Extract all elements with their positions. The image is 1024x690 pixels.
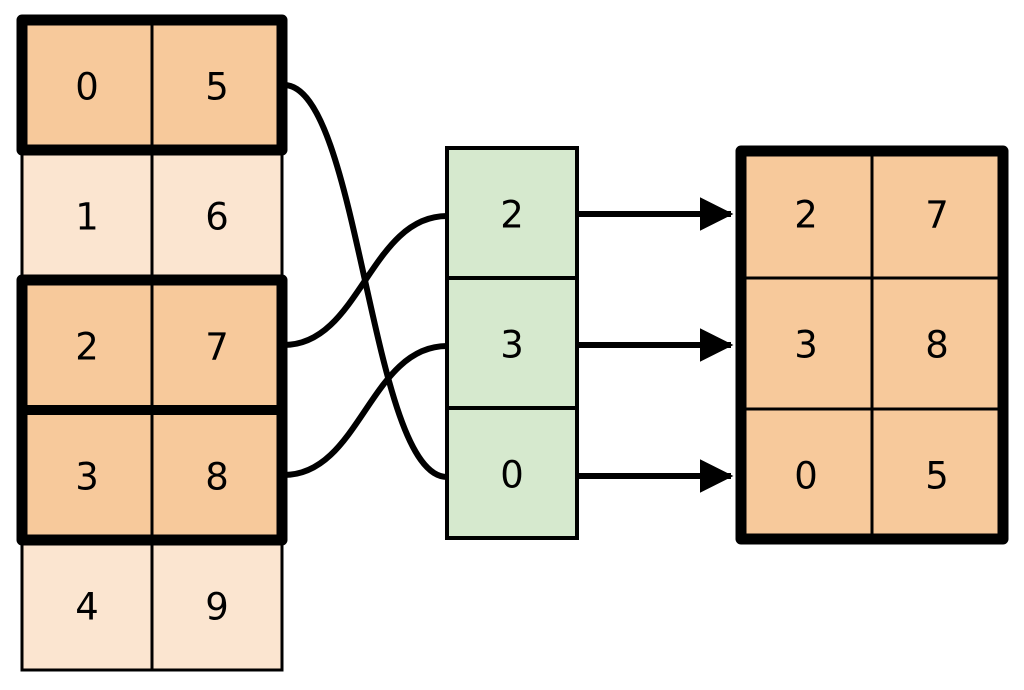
source-row-2[interactable]: 2 7 — [20, 278, 284, 412]
result-cell-1-0[interactable] — [739, 276, 874, 411]
source-row-0[interactable]: 0 5 — [20, 18, 284, 152]
source-cell-4-0[interactable] — [20, 538, 154, 672]
source-cell-label-4-0: 4 — [75, 586, 99, 629]
index-cell-2[interactable] — [445, 406, 579, 540]
source-array-table: 0 5 1 6 2 7 3 8 — [16, 14, 288, 672]
source-cell-0-1[interactable] — [150, 18, 284, 152]
index-array-column: 2 3 0 — [445, 146, 579, 540]
source-cell-label-0-1: 5 — [205, 66, 229, 109]
source-row-3[interactable]: 3 8 — [20, 408, 284, 542]
source-cell-label-2-0: 2 — [75, 326, 99, 369]
result-cell-2-1[interactable] — [870, 407, 1005, 541]
result-array-table: 2 7 3 8 0 5 — [735, 145, 1009, 545]
source-row-0-highlight-outline — [16, 14, 288, 156]
result-row-1[interactable]: 3 8 — [739, 276, 1005, 411]
result-cell-label-0-1: 7 — [925, 194, 949, 237]
source-cell-label-1-0: 1 — [75, 196, 99, 239]
index-cell-0[interactable] — [445, 146, 579, 280]
result-table-highlight-outline — [735, 145, 1009, 545]
source-cell-4-1[interactable] — [150, 538, 284, 672]
source-cell-1-1[interactable] — [150, 148, 284, 282]
source-cell-3-1[interactable] — [150, 408, 284, 542]
result-cell-label-1-1: 8 — [925, 324, 949, 367]
result-cell-label-0-0: 2 — [794, 194, 818, 237]
source-row-1[interactable]: 1 6 — [20, 148, 284, 282]
result-cell-label-2-1: 5 — [925, 455, 949, 498]
index-cell-label-2: 0 — [500, 454, 524, 497]
source-cell-label-3-1: 8 — [205, 456, 229, 499]
connector-source-row-2-to-index-row-0 — [283, 213, 448, 348]
result-row-2[interactable]: 0 5 — [739, 407, 1005, 541]
result-cell-1-1[interactable] — [870, 276, 1005, 411]
result-cell-2-0[interactable] — [739, 407, 874, 541]
result-cell-label-1-0: 3 — [794, 324, 818, 367]
index-cell-label-0: 2 — [500, 194, 524, 237]
index-cell-1[interactable] — [445, 276, 579, 410]
source-cell-2-1[interactable] — [150, 278, 284, 412]
source-cell-label-2-1: 7 — [205, 326, 229, 369]
source-cell-label-0-0: 0 — [75, 66, 99, 109]
source-cell-0-0[interactable] — [20, 18, 154, 152]
index-cell-label-1: 3 — [500, 324, 524, 367]
result-cell-label-2-0: 0 — [794, 455, 818, 498]
source-cell-label-4-1: 9 — [205, 586, 229, 629]
source-row-4[interactable]: 4 9 — [20, 538, 284, 672]
source-cell-label-3-0: 3 — [75, 456, 99, 499]
result-arrows — [578, 197, 734, 493]
connector-curves — [283, 82, 448, 480]
source-cell-label-1-1: 6 — [205, 196, 229, 239]
result-row-0[interactable]: 2 7 — [739, 149, 1005, 280]
connector-source-row-3-to-index-row-1 — [283, 343, 448, 478]
